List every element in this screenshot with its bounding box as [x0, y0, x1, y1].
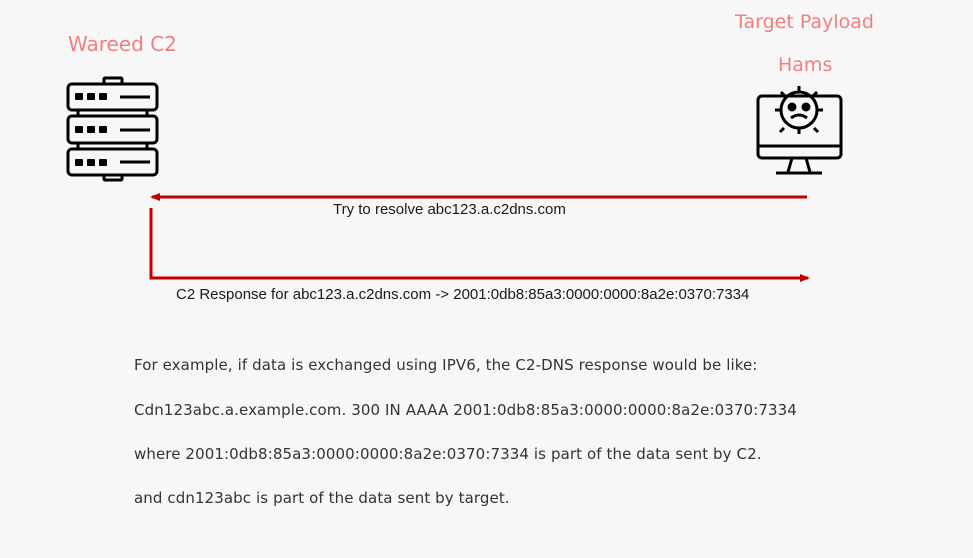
note-line: where 2001:0db8:85a3:0000:0000:8a2e:0370…: [134, 445, 762, 463]
note-line: For example, if data is exchanged using …: [134, 356, 758, 374]
server-rack-icon: [66, 76, 159, 182]
response-arrow: [149, 208, 810, 282]
note-line: and cdn123abc is part of the data sent b…: [134, 489, 510, 507]
target-payload-subtitle: Hams: [778, 54, 833, 76]
request-label: Try to resolve abc123.a.c2dns.com: [333, 201, 566, 218]
target-payload-title: Target Payload: [735, 11, 874, 33]
c2-server-title: Wareed C2: [68, 32, 177, 56]
infected-computer-icon: [756, 86, 843, 175]
response-label: C2 Response for abc123.a.c2dns.com -> 20…: [176, 286, 750, 303]
note-line: Cdn123abc.a.example.com. 300 IN AAAA 200…: [134, 401, 797, 419]
